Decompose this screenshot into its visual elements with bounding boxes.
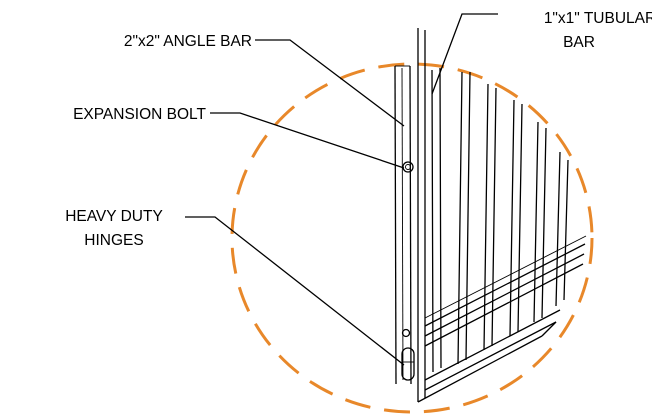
label-tubular-bar-line2: BAR <box>563 34 595 51</box>
label-hinges-line1: HEAVY DUTY <box>65 208 163 225</box>
label-expansion-bolt: EXPANSION BOLT <box>73 106 206 123</box>
label-angle-bar: 2"x2" ANGLE BAR <box>124 33 252 50</box>
label-tubular-bar-line1: 1"x1" TUBULAR <box>544 10 652 27</box>
label-hinges-line2: HINGES <box>84 232 143 249</box>
angle-bar <box>394 65 412 385</box>
leader-lines <box>185 13 498 366</box>
tubular-bars <box>431 67 569 373</box>
detail-circle <box>230 62 594 414</box>
heavy-duty-hinge <box>401 347 415 381</box>
gate-frame <box>417 28 587 403</box>
expansion-bolt <box>401 161 414 338</box>
